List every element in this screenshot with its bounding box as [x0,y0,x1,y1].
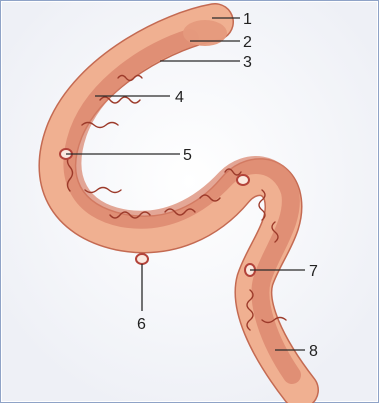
label-2: 2 [243,34,252,51]
label-7: 7 [309,263,318,280]
worm-head [183,20,227,46]
label-8: 8 [309,343,318,360]
label-1: 1 [243,11,252,28]
label-4: 4 [175,89,184,106]
mid-opening [136,254,148,264]
label-6: 6 [137,316,146,333]
dorsal-opening [237,175,249,185]
label-5: 5 [183,147,192,164]
label-3: 3 [243,54,252,71]
